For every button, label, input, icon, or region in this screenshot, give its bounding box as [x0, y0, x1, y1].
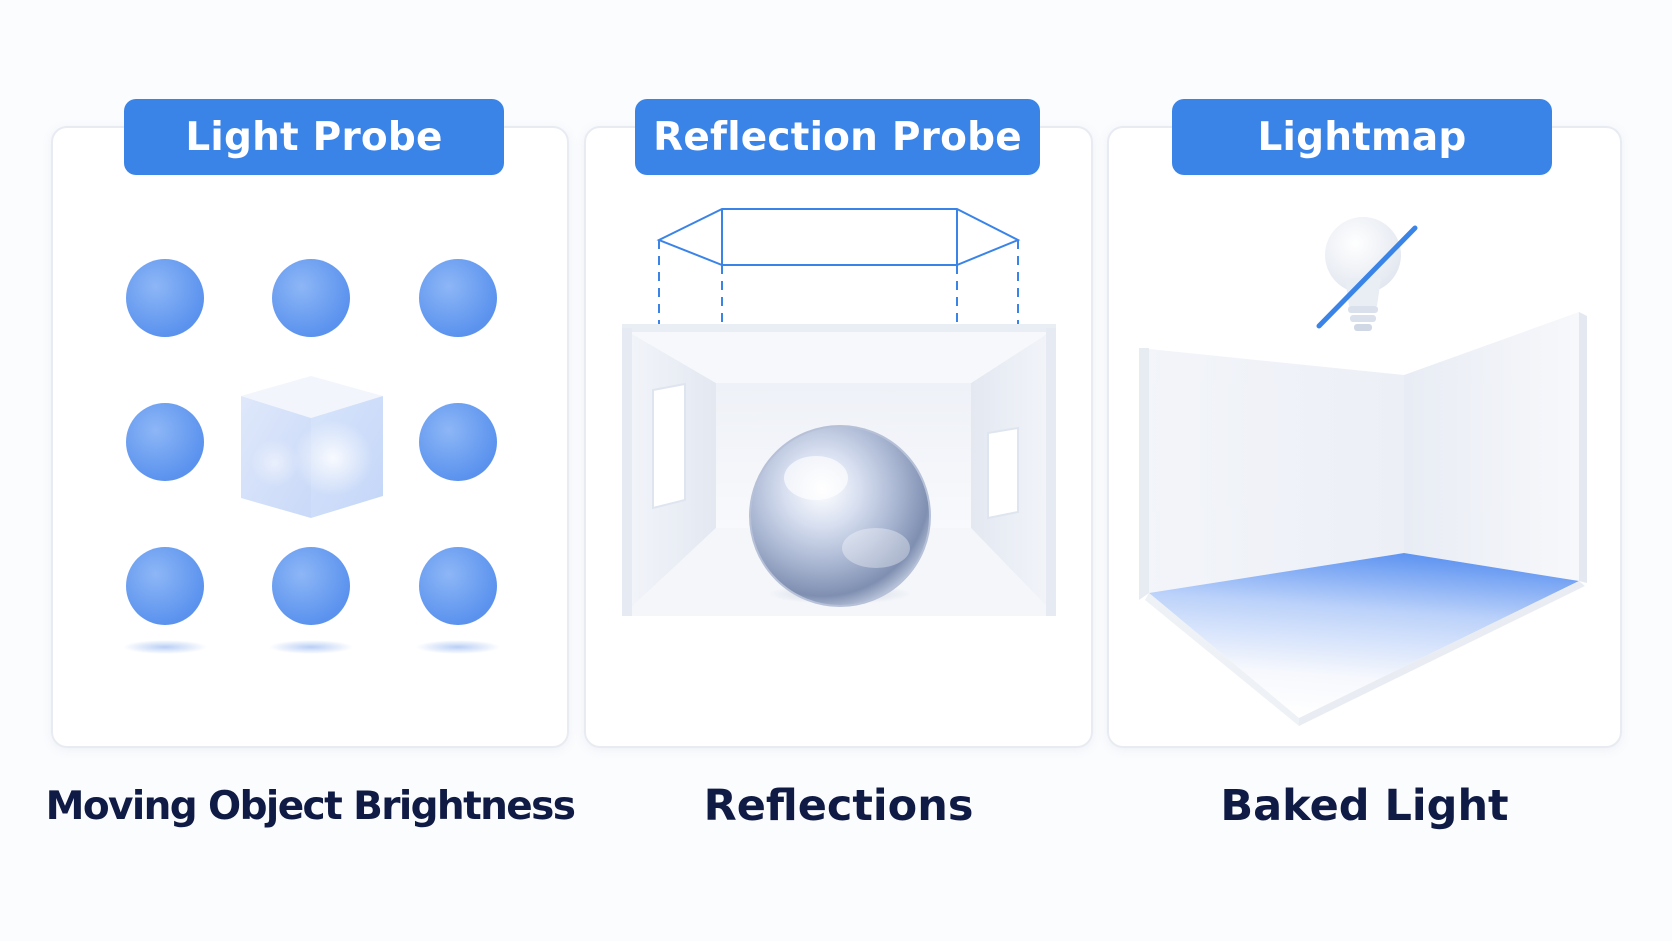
reflection-probe-caption: Reflections	[703, 781, 974, 831]
probe-sphere-icon	[419, 259, 497, 337]
probe-sphere-icon	[419, 403, 497, 481]
probe-bounds-box-icon	[656, 208, 1021, 330]
light-probe-title: Light Probe	[124, 99, 504, 175]
room-icon	[622, 324, 1056, 616]
sphere-shadow	[269, 640, 353, 654]
probe-sphere-icon	[126, 547, 204, 625]
lightbulb-off-icon	[1316, 217, 1418, 331]
light-probe-panel	[51, 126, 569, 748]
reflection-probe-panel	[584, 126, 1093, 748]
light-probe-scene	[123, 259, 500, 654]
light-probe-caption: Moving Object Brightness	[45, 783, 576, 829]
sphere-shadow	[123, 640, 207, 654]
lightmap-panel	[1107, 126, 1622, 748]
corner-room-icon	[1139, 312, 1587, 726]
probe-sphere-icon	[419, 547, 497, 625]
reflection-probe-scene	[622, 208, 1056, 616]
probe-sphere-icon	[126, 403, 204, 481]
reflection-probe-title: Reflection Probe	[635, 99, 1040, 175]
probe-sphere-icon	[272, 547, 350, 625]
lightmap-caption: Baked Light	[1220, 781, 1509, 831]
lightmap-scene	[1139, 217, 1587, 726]
chrome-sphere-icon	[749, 425, 931, 607]
probe-sphere-icon	[272, 259, 350, 337]
probe-sphere-icon	[126, 259, 204, 337]
lightmap-title: Lightmap	[1172, 99, 1552, 175]
cube-icon	[241, 376, 383, 518]
sphere-shadow	[416, 640, 500, 654]
